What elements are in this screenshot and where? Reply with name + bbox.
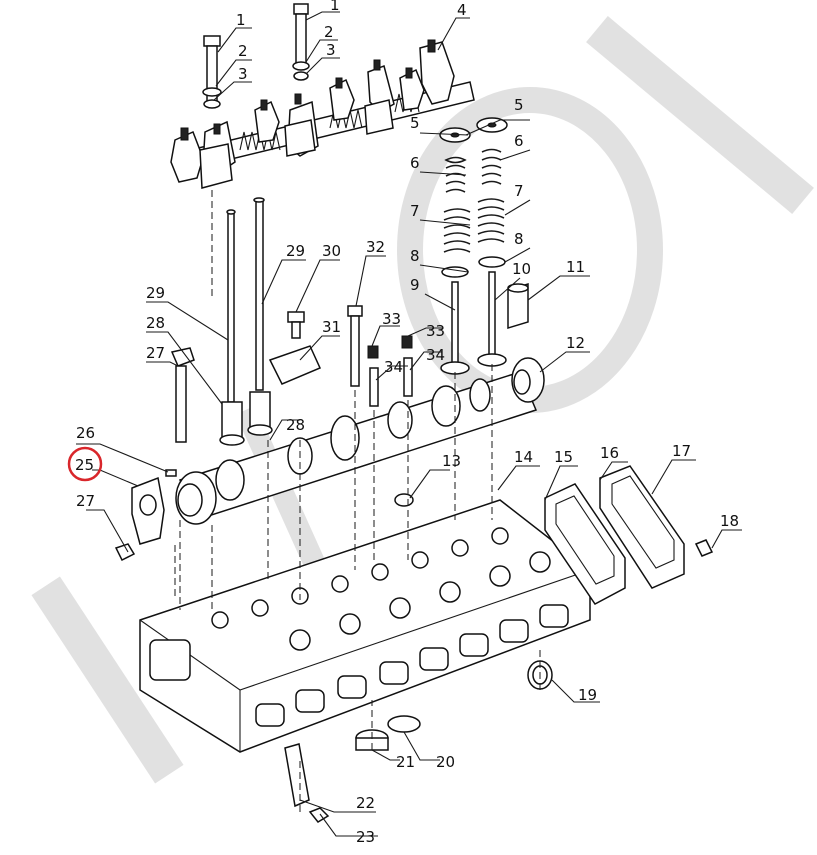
rocker-bolts: [202, 3, 310, 109]
callout-16: 16: [600, 444, 619, 462]
callout-25: 25: [75, 456, 94, 474]
callout-11: 11: [566, 258, 585, 276]
callout-5b: 5: [514, 96, 524, 114]
callout-1a: 1: [236, 11, 246, 29]
camshaft: [114, 357, 545, 562]
callout-15: 15: [554, 448, 573, 466]
callout-8b: 8: [514, 230, 524, 248]
callout-27a: 27: [76, 492, 95, 510]
callout-7b: 7: [514, 182, 524, 200]
callout-17: 17: [672, 442, 691, 460]
covers-and-gaskets: [284, 465, 714, 823]
rocker-arm-assembly: [170, 39, 475, 189]
callout-31: 31: [322, 318, 341, 336]
callout-29a: 29: [146, 284, 165, 302]
callout-5a: 5: [410, 114, 420, 132]
callout-22: 22: [356, 794, 375, 812]
callout-32: 32: [366, 238, 385, 256]
callout-19: 19: [578, 686, 597, 704]
callout-34a: 34: [384, 358, 403, 376]
callout-28a: 28: [146, 314, 165, 332]
callout-2a: 2: [238, 42, 248, 60]
callout-20: 20: [436, 753, 455, 771]
callout-4: 4: [457, 1, 467, 19]
leader-lines: [76, 11, 742, 837]
callout-23: 23: [356, 828, 375, 846]
callout-30: 30: [322, 242, 341, 260]
callout-10: 10: [512, 260, 531, 278]
callout-21: 21: [396, 753, 415, 771]
callout-29b: 29: [286, 242, 305, 260]
callout-27b: 27: [146, 344, 165, 362]
callout-6b: 6: [514, 132, 524, 150]
highlight-circle: [67, 446, 103, 482]
callout-8a: 8: [410, 247, 420, 265]
callout-18: 18: [720, 512, 739, 530]
callout-2b: 2: [324, 23, 334, 41]
cylinder-head: [139, 499, 591, 753]
callout-6a: 6: [410, 154, 420, 172]
callout-33b: 33: [426, 322, 445, 340]
callout-12: 12: [566, 334, 585, 352]
callout-9: 9: [410, 276, 420, 294]
callout-26: 26: [76, 424, 95, 442]
push-rods-and-tappets: [170, 197, 413, 446]
callout-28b: 28: [286, 416, 305, 434]
callout-13: 13: [442, 452, 461, 470]
callout-1b: 1: [330, 0, 340, 14]
callout-33a: 33: [382, 310, 401, 328]
callout-3a: 3: [238, 65, 248, 83]
callout-14: 14: [514, 448, 533, 466]
callout-3b: 3: [326, 41, 336, 59]
callout-7a: 7: [410, 202, 420, 220]
callout-34b: 34: [426, 346, 445, 364]
callout-labels: 1 1 2 2 3 3 4 5 5 6 6 7 7 8 8 9 10 11 12…: [75, 0, 739, 846]
